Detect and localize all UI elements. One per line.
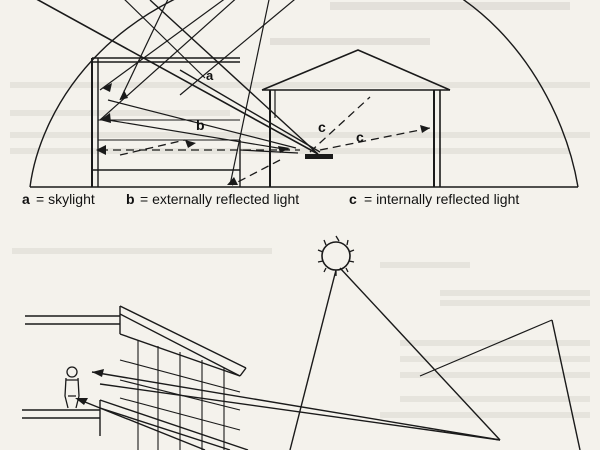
skylight-rays xyxy=(36,0,321,186)
internal-reflection-rays xyxy=(100,96,431,186)
sky-dome-arc xyxy=(29,0,579,188)
reflector xyxy=(551,319,581,450)
bottom-figure xyxy=(22,235,581,450)
house xyxy=(261,49,451,187)
top-figure xyxy=(29,0,579,188)
bleed-through-text xyxy=(10,2,590,418)
overhang-building xyxy=(22,305,249,450)
label-c-2: c xyxy=(356,129,364,145)
caption-key-b: b xyxy=(126,191,135,207)
caption-text-b: = externally reflected light xyxy=(140,191,299,207)
label-c-1: c xyxy=(318,119,326,135)
arrowheads xyxy=(96,83,430,185)
caption-text-c: = internally reflected light xyxy=(364,191,519,207)
left-building xyxy=(91,57,241,187)
label-b: b xyxy=(196,117,205,133)
caption-text-a: = skylight xyxy=(36,191,95,207)
caption-key-a: a xyxy=(22,191,30,207)
label-a: a xyxy=(206,68,214,83)
work-plane xyxy=(305,154,333,159)
legend-caption: a = skylight b = externally reflected li… xyxy=(22,191,519,207)
sun-icon xyxy=(317,235,355,276)
caption-key-c: c xyxy=(349,191,357,207)
person-icon xyxy=(64,366,80,409)
